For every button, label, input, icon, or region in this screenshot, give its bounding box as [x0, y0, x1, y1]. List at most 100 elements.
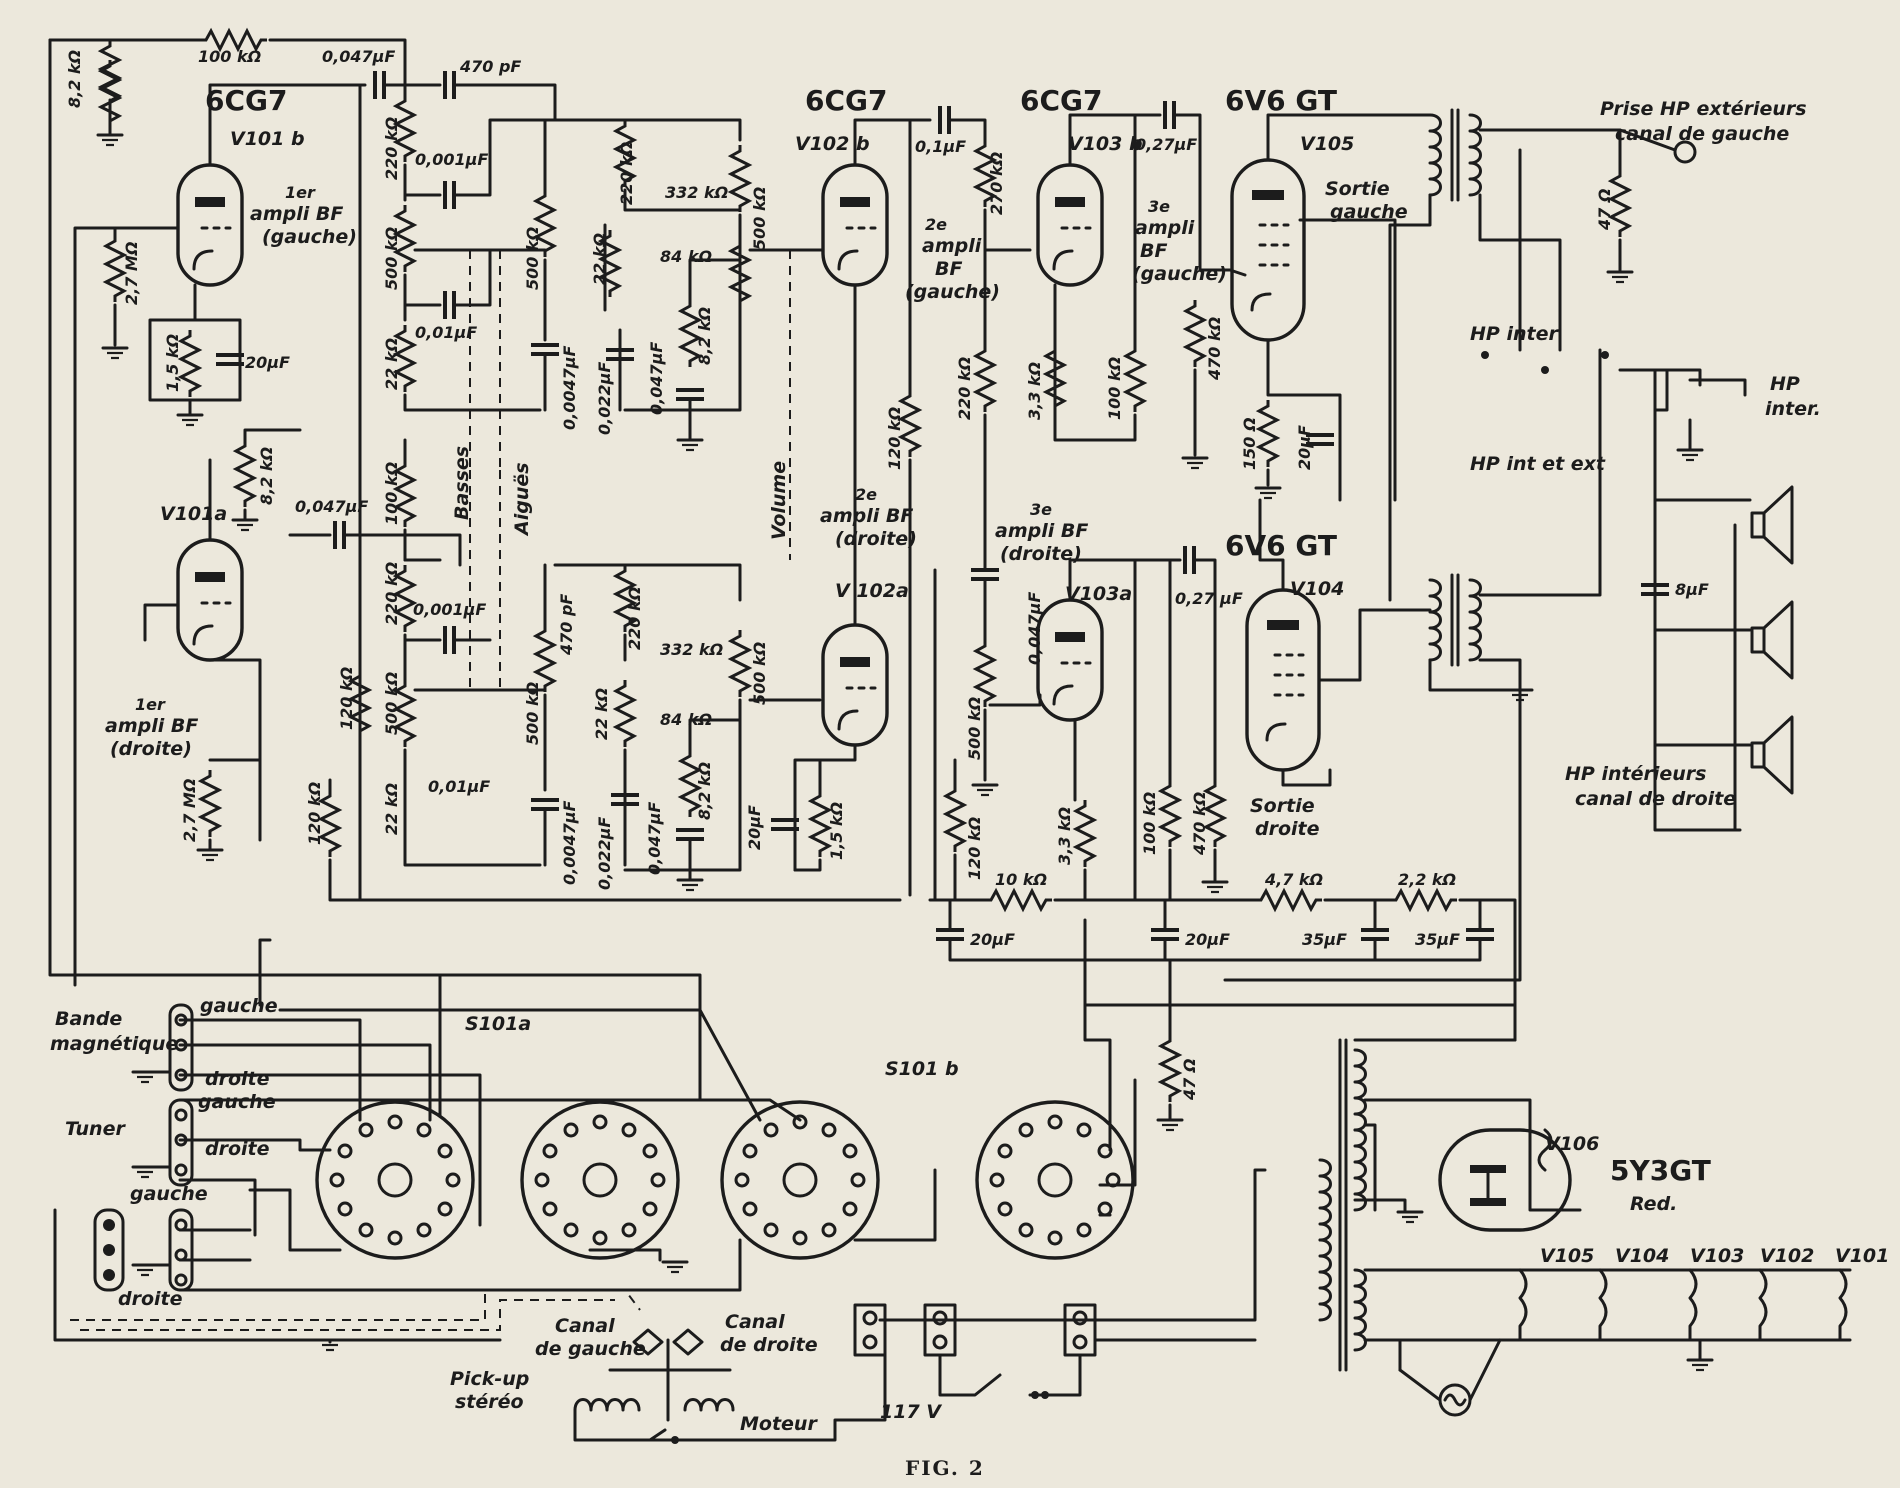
bot-r-120k-c: 120 kΩ [965, 817, 984, 880]
v101b-ref: V101 b [230, 128, 305, 150]
heater-label-v103: V103 [1690, 1245, 1744, 1267]
top-c-01: 0,01μF [415, 323, 477, 342]
top-r-500k-b: 500 kΩ [523, 227, 542, 290]
heater-label-v104: V104 [1615, 1245, 1669, 1267]
ps-c1: 20μF [970, 930, 1015, 949]
switch-s101b-wafer [975, 1100, 1135, 1260]
canal-gauche-label-1: de gauche [535, 1338, 646, 1360]
bass-control-label: Basses [451, 446, 473, 520]
top-r-84k: 84 kΩ [660, 247, 712, 266]
volume-control-label: Volume [768, 461, 790, 540]
input-selector-section [53, 938, 1137, 1444]
amp3-right-label-0: 3e [1030, 500, 1052, 519]
top-r-220k: 220 kΩ [382, 117, 401, 180]
top-r-3k3: 3,3 kΩ [1025, 362, 1044, 420]
top-r-500k-a: 500 kΩ [382, 227, 401, 290]
tuner-right-label: droite [205, 1138, 270, 1160]
top-c-047b: 0,047μF [647, 342, 666, 415]
v104-ref: V104 [1290, 578, 1344, 600]
amp3-right-label-2: (droite) [1000, 543, 1082, 565]
motor-label: Moteur [740, 1413, 818, 1435]
heater-label-v101: V101 [1835, 1245, 1889, 1267]
pickup-left-label: gauche [130, 1183, 208, 1205]
bot-c-470p: 470 pF [557, 594, 576, 656]
top-c-470p: 470 pF [459, 57, 521, 76]
canal-droite-label-1: de droite [720, 1334, 818, 1356]
v102b-ref: V102 b [795, 133, 870, 155]
v106-type-label: 5Y3GT [1610, 1154, 1711, 1187]
amp1-right-label-0: 1er [135, 695, 166, 714]
bot-r-220k-b: 220 kΩ [625, 587, 644, 650]
bot-r-22k: 22 kΩ [382, 783, 401, 835]
hp-inter-switch-label: HP inter [1470, 323, 1559, 345]
amp1-right-label-2: (droite) [110, 738, 192, 760]
left-channel-section [48, 29, 1747, 1117]
v103-type-label: 6CG7 [1020, 84, 1103, 117]
tuner-label: Tuner [65, 1118, 126, 1140]
v105-type-label: 6V6 GT [1225, 84, 1337, 117]
ps-c3: 35μF [1302, 930, 1347, 949]
right-channel-section [143, 348, 1794, 982]
top-r-8k2-b: 8,2 kΩ [695, 307, 714, 365]
bot-r-500k-a: 500 kΩ [382, 672, 401, 735]
amp1-right-label-1: ampli BF [105, 715, 198, 737]
tape-label-0: Bande [55, 1008, 122, 1030]
bot-r-84k: 84 kΩ [660, 710, 712, 729]
bot-c-027: 0,27 μF [1175, 589, 1243, 608]
bot-r-100k: 100 kΩ [382, 462, 401, 525]
bot-r-100k-b: 100 kΩ [1140, 792, 1159, 855]
top-r-220k-b: 220 kΩ [617, 142, 636, 205]
out-left-label-0: Sortie [1325, 178, 1390, 200]
canal-gauche-label-0: Canal [555, 1315, 615, 1337]
v106-sub-label: Red. [1630, 1193, 1677, 1215]
bot-c-01: 0,01μF [428, 777, 490, 796]
figure-caption: FIG. 2 [905, 1456, 985, 1480]
bot-r-3k3: 3,3 kΩ [1055, 807, 1074, 865]
top-c-001: 0,001μF [415, 150, 488, 169]
hp-int-ext-label: HP int et ext [1470, 453, 1606, 475]
bot-r-500k-c: 500 kΩ [750, 642, 769, 705]
canal-droite-label-0: Canal [725, 1311, 785, 1333]
v105-ref: V105 [1300, 133, 1354, 155]
bot-r-22k-b: 22 kΩ [592, 688, 611, 740]
top-c-022: 0,022μF [595, 362, 614, 435]
amp2-right-label-2: (droite) [835, 528, 917, 550]
pickup-right-label: droite [118, 1288, 183, 1310]
top-r-120k: 120 kΩ [885, 407, 904, 470]
bot-c-047: 0,047μF [295, 497, 368, 516]
amp2-left-label-2: BF [935, 258, 962, 280]
top-c-047: 0,047μF [322, 47, 395, 66]
mains-label: 117 V [880, 1401, 942, 1423]
top-c-0047: 0,0047μF [560, 345, 579, 430]
top-c-20u-b: 20μF [1295, 425, 1314, 470]
ps-r-10k: 10 kΩ [995, 870, 1047, 889]
switch-s101a-middle-wafer [520, 1100, 680, 1260]
pickup-label-0: Pick-up [450, 1368, 529, 1390]
tape-left-label: gauche [200, 995, 278, 1017]
tape-right-label: droite [205, 1068, 270, 1090]
bot-r-220k: 220 kΩ [382, 562, 401, 625]
treble-control-label: Aiguës [511, 462, 533, 537]
amp1-left-label-0: 1er [285, 183, 316, 202]
ps-r-2k2: 2,2 kΩ [1398, 870, 1456, 889]
power-supply-section [648, 889, 1852, 1442]
top-c-027: 0,27μF [1135, 135, 1197, 154]
amp3-left-label-1: ampli [1135, 217, 1195, 239]
out-left-label-1: gauche [1330, 201, 1408, 223]
heater-label-v102: V102 [1760, 1245, 1814, 1267]
amp1-left-label-1: ampli BF [250, 203, 343, 225]
bot-r-120k: 120 kΩ [337, 667, 356, 730]
v101-type-label: 6CG7 [205, 84, 288, 117]
bot-r-8k2-b: 8,2 kΩ [695, 762, 714, 820]
amp3-left-label-3: (gauche) [1132, 263, 1227, 285]
bot-r-120k-b: 120 kΩ [305, 782, 324, 845]
bot-r-470k: 470 kΩ [1190, 792, 1209, 856]
bot-c-022: 0,022μF [595, 817, 614, 890]
top-r-100k: 100 kΩ [198, 47, 261, 66]
top-r-270k: 270 kΩ [987, 152, 1006, 215]
bot-c-047c: 0,047μF [1025, 592, 1044, 665]
top-r-47: 47 Ω [1595, 189, 1614, 231]
amp2-right-label-0: 2e [855, 485, 877, 504]
bot-r-500k-d: 500 kΩ [965, 697, 984, 760]
